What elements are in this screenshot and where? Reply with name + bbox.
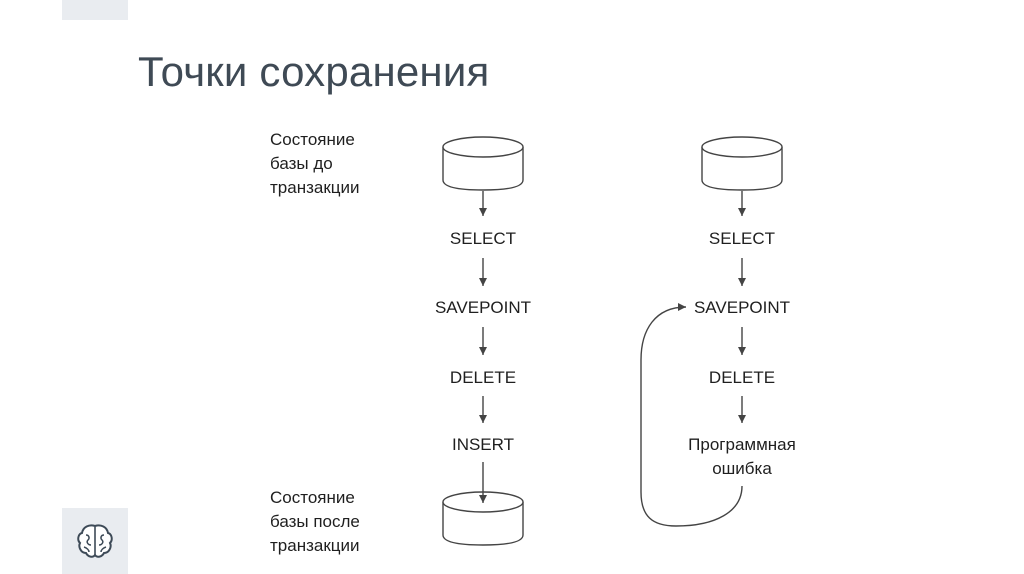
database-cylinder-icon (442, 491, 524, 546)
brain-icon (77, 524, 113, 558)
top-tab-decoration (62, 0, 128, 20)
right-step-program-error: Программная ошибка (688, 435, 796, 478)
left-step-insert: INSERT (451, 435, 515, 454)
left-step-delete: DELETE (449, 368, 517, 387)
left-step-select: SELECT (449, 229, 517, 248)
state-before-label: Состояние базы до транзакции (270, 130, 360, 197)
slide-title: Точки сохранения (138, 48, 490, 95)
state-after-label: Состояние базы после транзакции (270, 488, 360, 555)
left-step-savepoint: SAVEPOINT (434, 298, 532, 317)
database-cylinder-icon (701, 136, 783, 191)
right-step-savepoint: SAVEPOINT (693, 298, 791, 317)
database-cylinder-icon (442, 136, 524, 191)
rollback-arrow-icon (640, 303, 743, 527)
right-step-delete: DELETE (708, 368, 776, 387)
logo-box (62, 508, 128, 574)
right-step-select: SELECT (708, 229, 776, 248)
